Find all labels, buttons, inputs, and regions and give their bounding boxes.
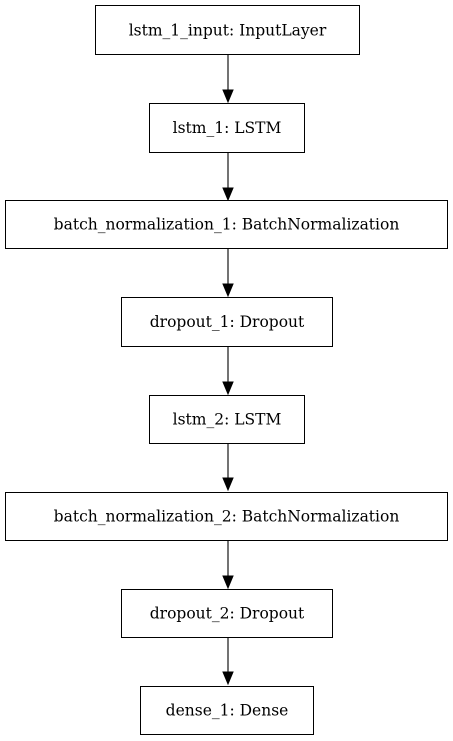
node-batch_normalization_2: batch_normalization_2: BatchNormalizatio… [5, 492, 448, 541]
node-label-dense_1: dense_1: Dense [166, 702, 289, 720]
node-dropout_1: dropout_1: Dropout [121, 297, 333, 347]
edge-batch_normalization_2-to-dropout_2 [222, 541, 234, 590]
node-label-batch_normalization_2: batch_normalization_2: BatchNormalizatio… [54, 508, 400, 526]
edge-dropout_1-to-lstm_2 [222, 347, 234, 396]
node-dropout_2: dropout_2: Dropout [121, 589, 333, 638]
node-dense_1: dense_1: Dense [140, 686, 314, 735]
node-label-lstm_1: lstm_1: LSTM [173, 119, 282, 137]
edge-batch_normalization_1-to-dropout_1 [222, 249, 234, 298]
node-lstm_2: lstm_2: LSTM [149, 395, 305, 444]
edge-dropout_2-to-dense_1 [222, 637, 234, 686]
edge-lstm_1_input-to-lstm_1 [222, 55, 234, 104]
node-lstm_1_input: lstm_1_input: InputLayer [95, 5, 360, 55]
edge-lstm_1-to-batch_normalization_1 [222, 153, 234, 202]
node-label-batch_normalization_1: batch_normalization_1: BatchNormalizatio… [54, 216, 400, 234]
node-lstm_1: lstm_1: LSTM [149, 103, 305, 153]
node-batch_normalization_1: batch_normalization_1: BatchNormalizatio… [5, 200, 448, 249]
node-label-lstm_2: lstm_2: LSTM [173, 411, 282, 429]
edge-lstm_2-to-batch_normalization_2 [222, 443, 234, 492]
node-label-lstm_1_input: lstm_1_input: InputLayer [129, 22, 327, 40]
node-label-dropout_2: dropout_2: Dropout [150, 605, 305, 623]
node-label-dropout_1: dropout_1: Dropout [150, 313, 305, 331]
